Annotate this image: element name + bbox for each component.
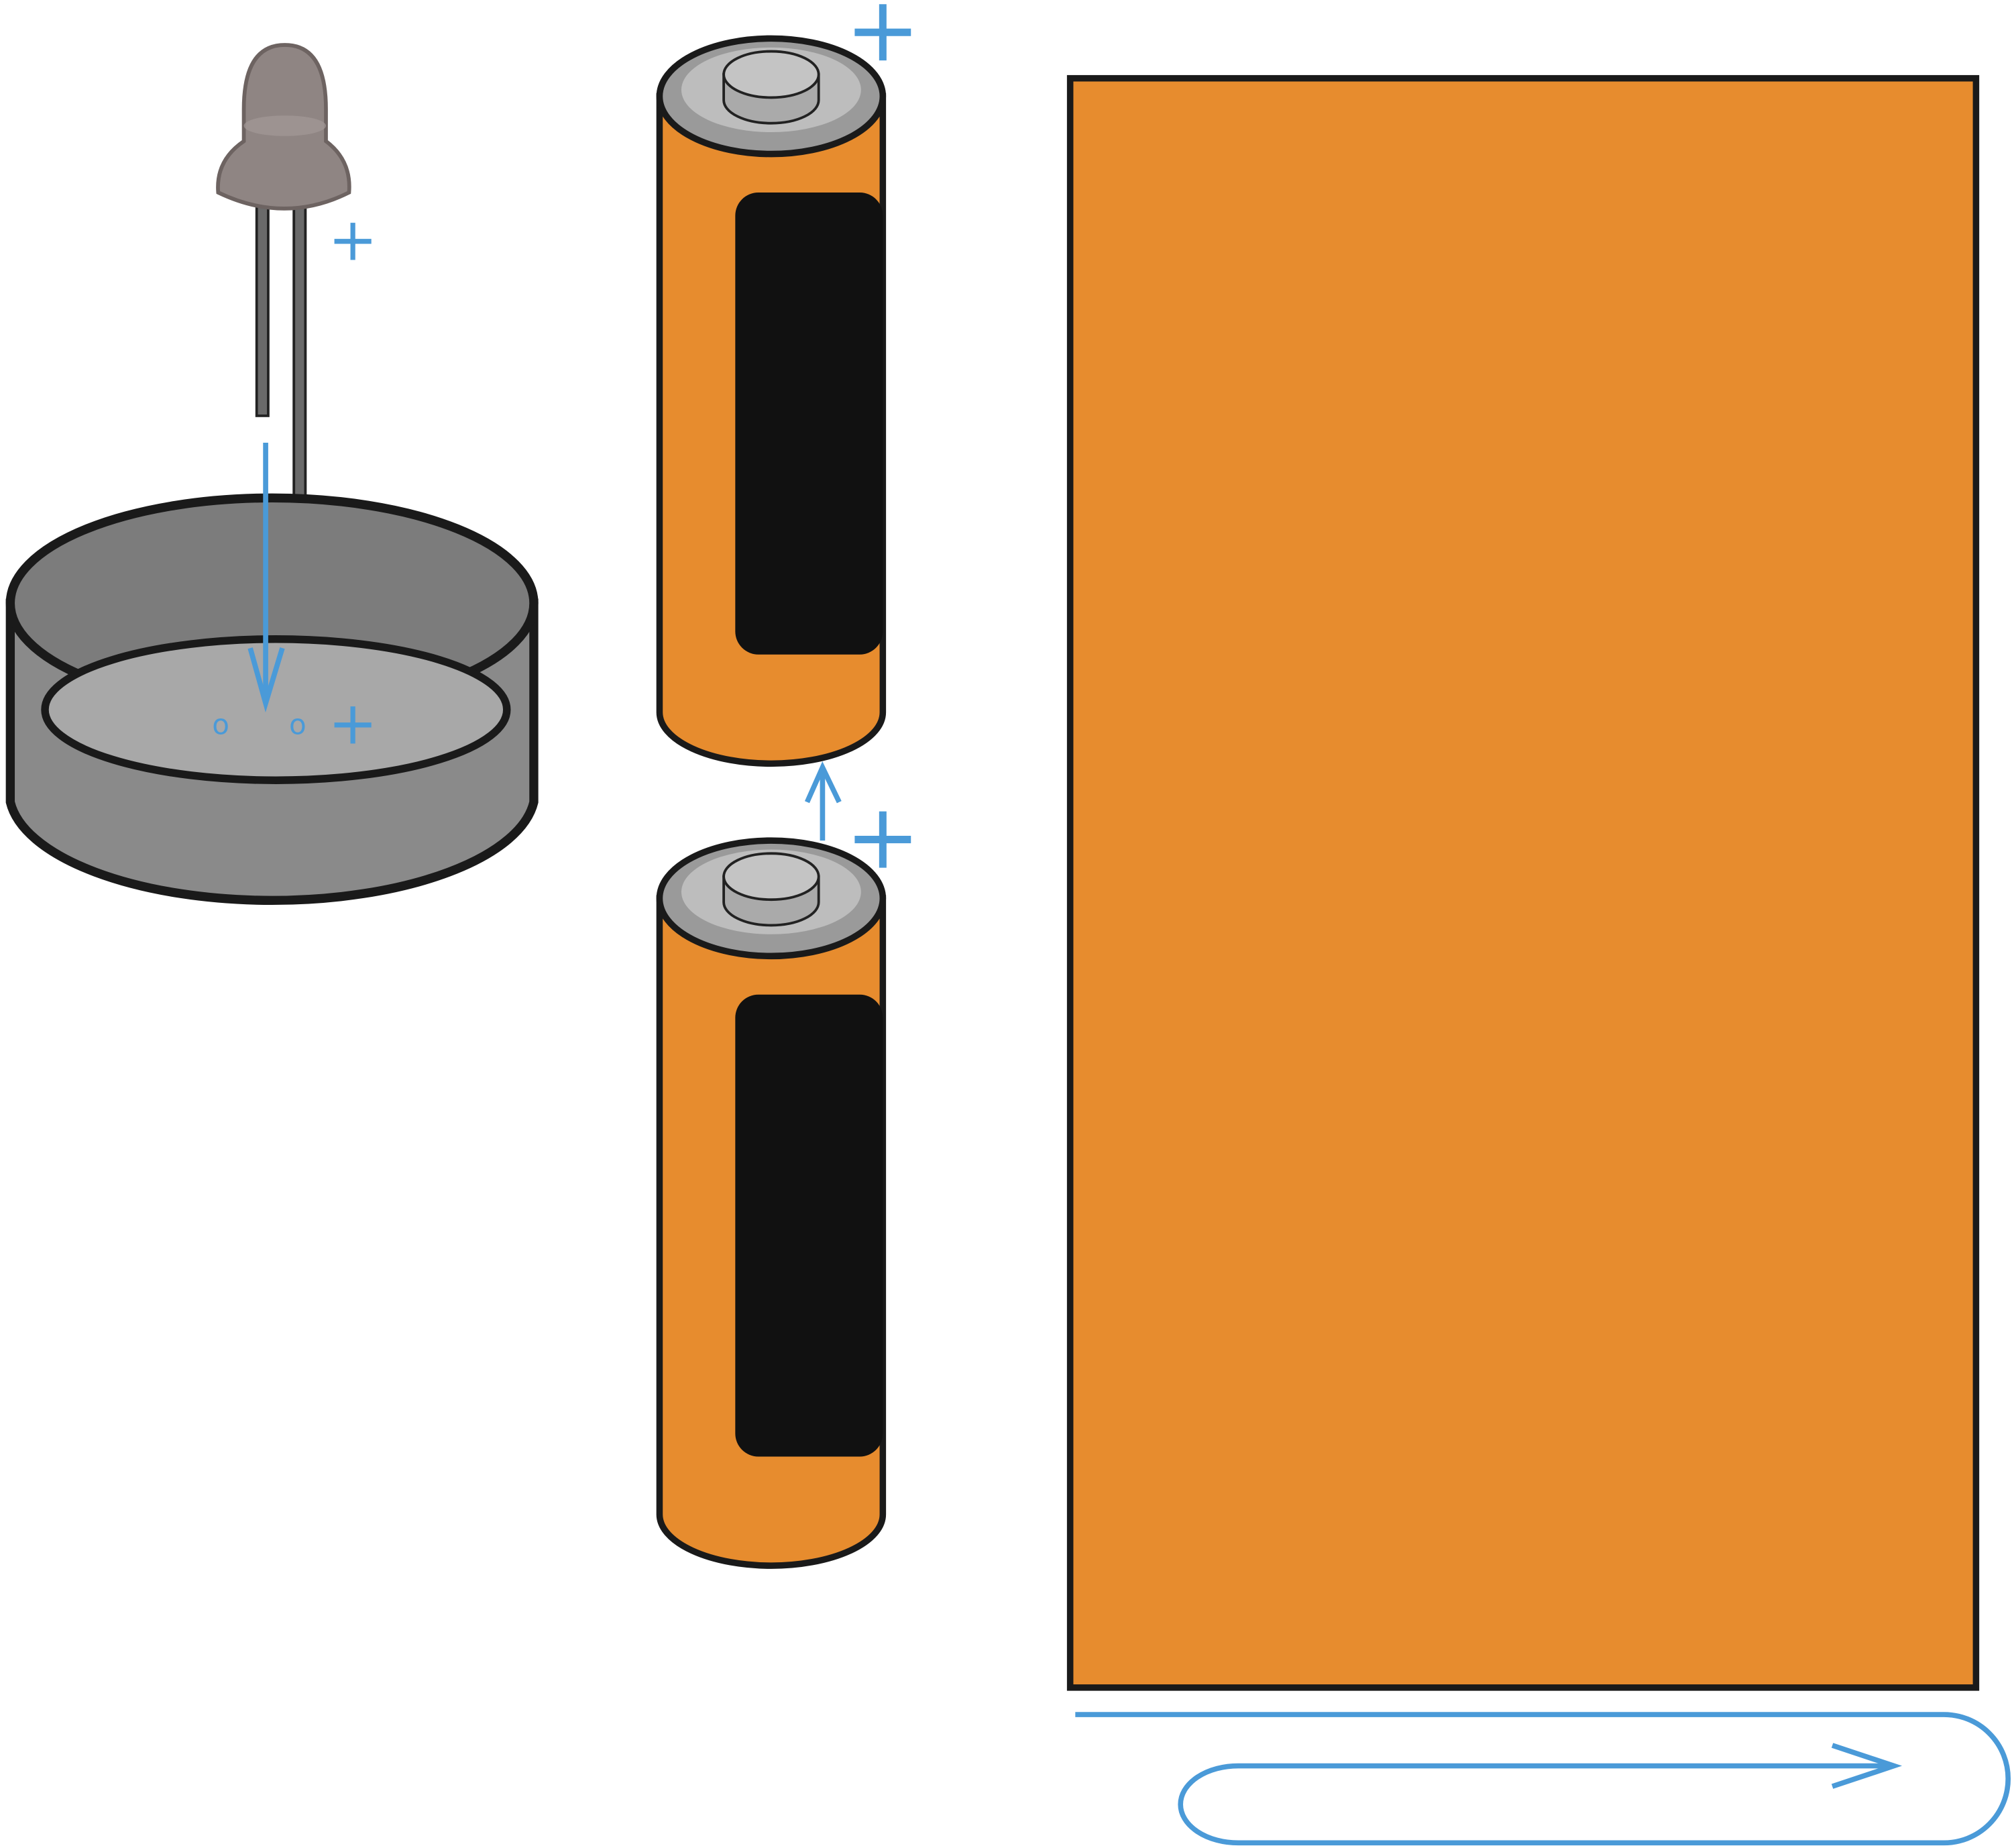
roll-direction-arrow-icon — [1075, 1712, 2011, 1846]
battery-top — [656, 35, 887, 767]
metal-dish — [5, 493, 539, 906]
battery-label-window — [735, 192, 883, 655]
dish-inner-surface — [41, 635, 511, 784]
battery-top-plus-label: + — [845, 0, 920, 82]
up-arrow-icon — [804, 761, 842, 841]
down-arrow-icon — [247, 443, 285, 713]
led-plus-label: + — [328, 205, 378, 274]
dish-plus-label: + — [328, 689, 378, 758]
battery-bottom — [656, 837, 887, 1569]
dish-minus-mark-2: o — [289, 708, 306, 741]
led-leg-negative — [255, 204, 270, 417]
orange-sheet — [1066, 74, 1980, 1691]
battery-label-window — [735, 994, 883, 1457]
battery-bottom-plus-label: + — [845, 785, 920, 889]
dish-minus-mark-1: o — [212, 708, 229, 741]
